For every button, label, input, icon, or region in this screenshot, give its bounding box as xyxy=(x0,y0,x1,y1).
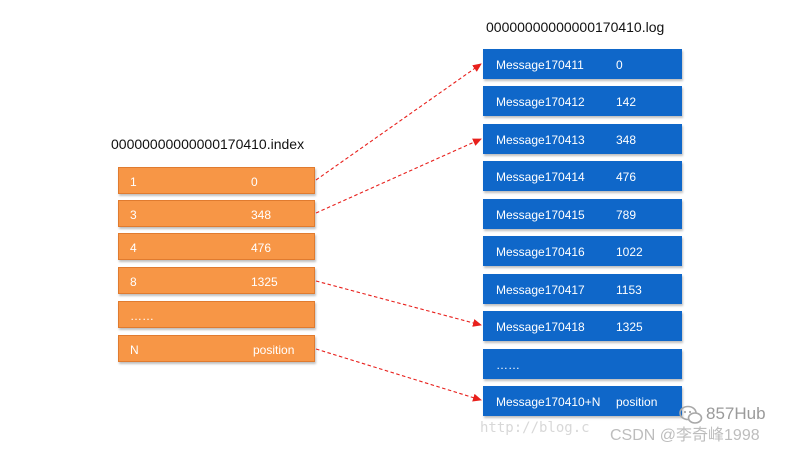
pointer-arrow xyxy=(315,348,482,402)
log-message: Message170416 1022 xyxy=(483,236,682,266)
log-message: Message170410+N position xyxy=(483,386,682,416)
log-message-position: 789 xyxy=(616,208,637,222)
index-entry: 8 1325 xyxy=(118,267,315,294)
index-entry-value: 1325 xyxy=(251,275,278,289)
log-message-position: 1153 xyxy=(616,283,642,297)
index-entry: …… xyxy=(118,301,315,328)
pointer-arrow xyxy=(315,280,482,327)
log-message-name: Message170415 xyxy=(496,208,585,222)
log-message-name: …… xyxy=(496,358,520,372)
index-entry-key: 3 xyxy=(130,208,137,222)
index-entry-key: 4 xyxy=(130,241,137,255)
index-entry-key: 8 xyxy=(130,275,137,289)
index-entry-key: …… xyxy=(130,309,154,323)
log-message-name: Message170417 xyxy=(496,283,585,297)
index-entry: N position xyxy=(118,335,315,362)
index-entry-value: 348 xyxy=(251,208,272,222)
log-message-position: 1022 xyxy=(616,245,643,259)
pointer-arrow xyxy=(315,63,482,181)
log-message-name: Message170410+N xyxy=(496,395,601,409)
log-message-name: Message170418 xyxy=(496,320,585,334)
log-message: Message170413 348 xyxy=(483,124,682,154)
log-message-name: Message170412 xyxy=(496,95,585,109)
index-entry: 1 0 xyxy=(118,167,315,194)
log-message-position: 1325 xyxy=(616,320,643,334)
pointer-arrow xyxy=(315,138,482,214)
log-message: Message170414 476 xyxy=(483,161,682,191)
index-entry-value: 476 xyxy=(251,241,272,255)
index-file-title: 00000000000000170410.index xyxy=(111,136,305,152)
log-message-position: 476 xyxy=(616,170,637,184)
log-message: Message170417 1153 xyxy=(483,274,682,304)
log-message-name: Message170413 xyxy=(496,133,585,147)
index-entry-key: N xyxy=(130,343,139,357)
index-entry: 3 348 xyxy=(118,200,315,227)
log-message-name: Message170411 xyxy=(496,58,584,72)
log-message-name: Message170416 xyxy=(496,245,585,259)
wechat-icon xyxy=(679,405,703,424)
log-message: Message170415 789 xyxy=(483,199,682,229)
log-message: Message170412 142 xyxy=(483,86,682,116)
watermark-hub: 857Hub xyxy=(706,404,766,423)
index-entry: 4 476 xyxy=(118,233,315,260)
log-file-title: 00000000000000170410.log xyxy=(486,19,665,35)
log-message-position: 348 xyxy=(616,133,637,147)
log-message-name: Message170414 xyxy=(496,170,585,184)
watermark-csdn: CSDN @李奇峰1998 xyxy=(610,427,760,444)
index-entry-value: position xyxy=(253,343,295,357)
log-message-position: 0 xyxy=(616,58,623,72)
log-message: Message170418 1325 xyxy=(483,311,682,341)
log-message: …… xyxy=(483,349,682,379)
index-entry-key: 1 xyxy=(130,175,137,189)
log-message-position: 142 xyxy=(616,95,637,109)
watermark-url: http://blog.c xyxy=(480,420,590,436)
index-entry-value: 0 xyxy=(251,175,258,189)
log-message: Message170411 0 xyxy=(483,49,682,79)
log-message-position: position xyxy=(616,395,658,409)
